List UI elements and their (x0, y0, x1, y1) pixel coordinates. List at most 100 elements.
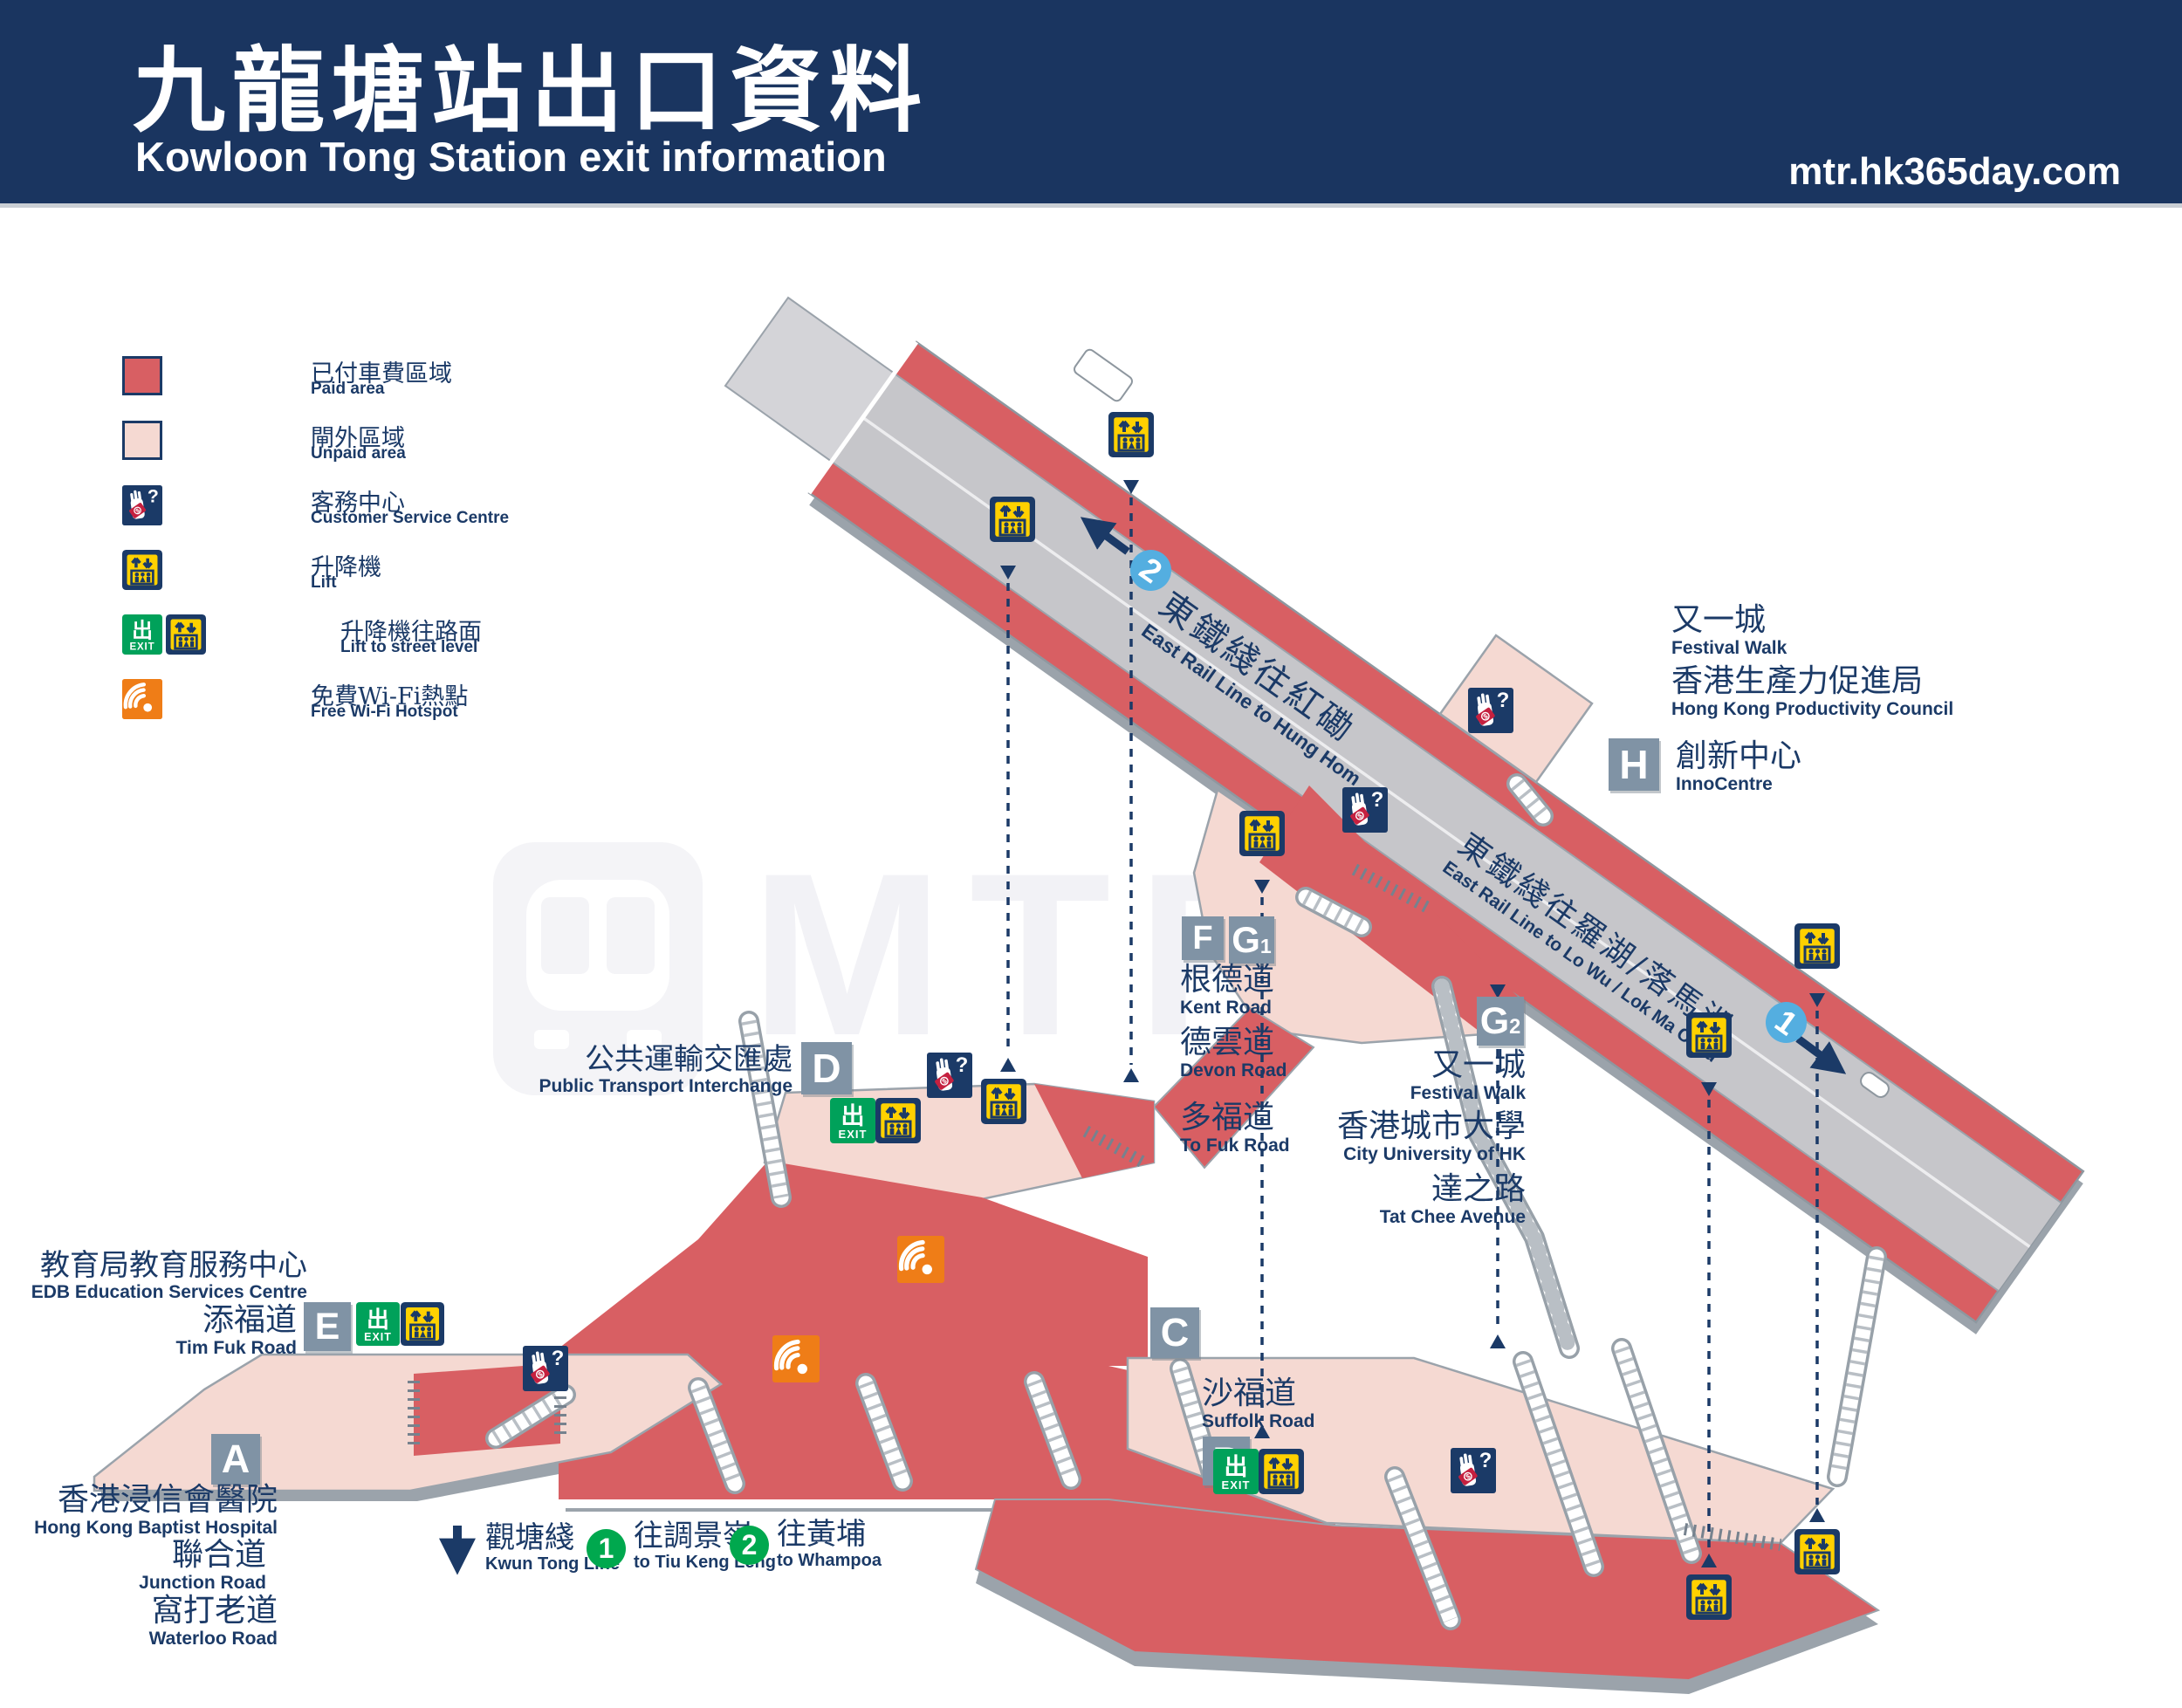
connector-arrowhead (1701, 1082, 1717, 1096)
lift-icon (1259, 1449, 1304, 1499)
lift-icon (1239, 811, 1285, 861)
svg-text:出: 出 (367, 1307, 389, 1334)
customer-service-icon: ? $ (1468, 688, 1513, 737)
lift-icon-art (1259, 1449, 1304, 1494)
connector-arrowhead (1809, 993, 1825, 1007)
svg-text:$: $ (1356, 812, 1364, 820)
svg-text:?: ? (148, 486, 159, 506)
svg-text:$: $ (1482, 712, 1490, 721)
lift-icon (166, 614, 206, 659)
customer-service-icon: ? $ (122, 485, 162, 530)
lift-icon-art (1686, 1012, 1732, 1058)
svg-text:出: 出 (132, 619, 153, 643)
exit-icon-art: 出 EXIT (122, 614, 162, 655)
customer-service-icon: ? $ (927, 1053, 972, 1102)
svg-text:EXIT: EXIT (1222, 1478, 1251, 1492)
connector-arrowhead (1123, 1068, 1139, 1082)
lift-icon (1108, 412, 1154, 462)
wifi-icon-art (897, 1236, 944, 1283)
customer-service-icon-art: ? $ (122, 485, 162, 525)
paid-area-swatch (122, 356, 162, 395)
svg-text:出: 出 (841, 1103, 865, 1130)
lift-icon (875, 1098, 921, 1148)
connector-arrowhead (1254, 1424, 1270, 1438)
customer-service-icon: ? $ (523, 1346, 568, 1396)
exit-to-street-icon: 出 EXIT (356, 1302, 400, 1350)
legend-label-zh: 升降機 (311, 554, 381, 581)
customer-service-icon-art: ? $ (927, 1053, 972, 1098)
header: 九龍塘站出口資料 Kowloon Tong Station exit infor… (0, 0, 2182, 208)
ktl-destination-2-circle: 2 (730, 1526, 769, 1565)
legend-label-zh: 閘外區域 (311, 425, 405, 452)
lift-icon-art (1794, 923, 1840, 969)
legend-label-zh: 免費Wi-Fi熱點 (311, 683, 469, 710)
exit-badge-E: E (304, 1302, 351, 1351)
svg-text:$: $ (1465, 1472, 1472, 1481)
page-title-zh: 九龍塘站出口資料 (133, 36, 929, 145)
connector-arrowhead (1490, 984, 1506, 998)
svg-text:$: $ (135, 508, 141, 515)
exit-icon-art: 出 EXIT (356, 1302, 400, 1346)
lift-icon-art (1794, 1529, 1840, 1574)
lift-icon-art (1686, 1574, 1732, 1620)
exit-badge-C: C (1150, 1307, 1199, 1358)
svg-text:$: $ (537, 1370, 545, 1379)
customer-service-icon-art: ? $ (523, 1346, 568, 1391)
lift-icon-art (166, 614, 206, 655)
connector-arrowhead (1490, 1334, 1506, 1348)
legend-label-en: Paid area (311, 380, 385, 398)
legend-label-en: Unpaid area (311, 444, 406, 463)
lift-icon-art (1108, 412, 1154, 457)
lift-icon-art (990, 497, 1035, 542)
legend-label-en: Free Wi-Fi Hotspot (311, 703, 458, 721)
exit-badge-D: D (801, 1042, 852, 1094)
wifi-icon-art (772, 1335, 820, 1382)
connector-arrowhead (1000, 1058, 1016, 1072)
customer-service-icon-art: ? $ (1451, 1448, 1496, 1493)
exit-to-street-icon: 出 EXIT (1213, 1449, 1259, 1499)
svg-text:EXIT: EXIT (364, 1331, 392, 1343)
customer-service-icon-art: ? $ (1342, 787, 1388, 833)
wifi-hotspot-icon (122, 679, 162, 724)
svg-text:?: ? (1371, 788, 1384, 812)
exit-icon: 出 EXIT (122, 614, 162, 659)
connector-arrowhead (1809, 1508, 1825, 1522)
lift-icon (1794, 1529, 1840, 1579)
lift-icon (401, 1302, 444, 1350)
connector-arrowhead (1254, 880, 1270, 894)
connector-arrowhead (1000, 566, 1016, 580)
exit-to-street-icon: 出 EXIT (830, 1098, 875, 1148)
exit-badge-F: F (1182, 916, 1224, 960)
legend-label-zh: 升降機往路面 (340, 619, 482, 646)
lift-icon-art (1239, 811, 1285, 856)
legend-label-en: Customer Service Centre (311, 509, 510, 527)
exit-badge-H: H (1609, 738, 1659, 791)
customer-service-icon: ? $ (1342, 787, 1388, 837)
customer-service-icon: ? $ (1451, 1448, 1496, 1498)
legend-label-zh: 客務中心 (311, 490, 405, 517)
svg-text:$: $ (941, 1077, 949, 1086)
svg-text:出: 出 (1225, 1454, 1248, 1481)
lift-icon-art (401, 1302, 444, 1346)
svg-text:?: ? (552, 1347, 565, 1370)
lift-icon-art (122, 550, 162, 590)
legend-label-zh: 已付車費區域 (311, 360, 452, 388)
arrow-to-hung-hom (1080, 517, 1130, 555)
connector-arrowhead (1701, 1554, 1717, 1567)
connector-arrowhead (1123, 480, 1139, 494)
page-title-en: Kowloon Tong Station exit information (135, 134, 887, 180)
lift-icon-art (981, 1079, 1026, 1124)
